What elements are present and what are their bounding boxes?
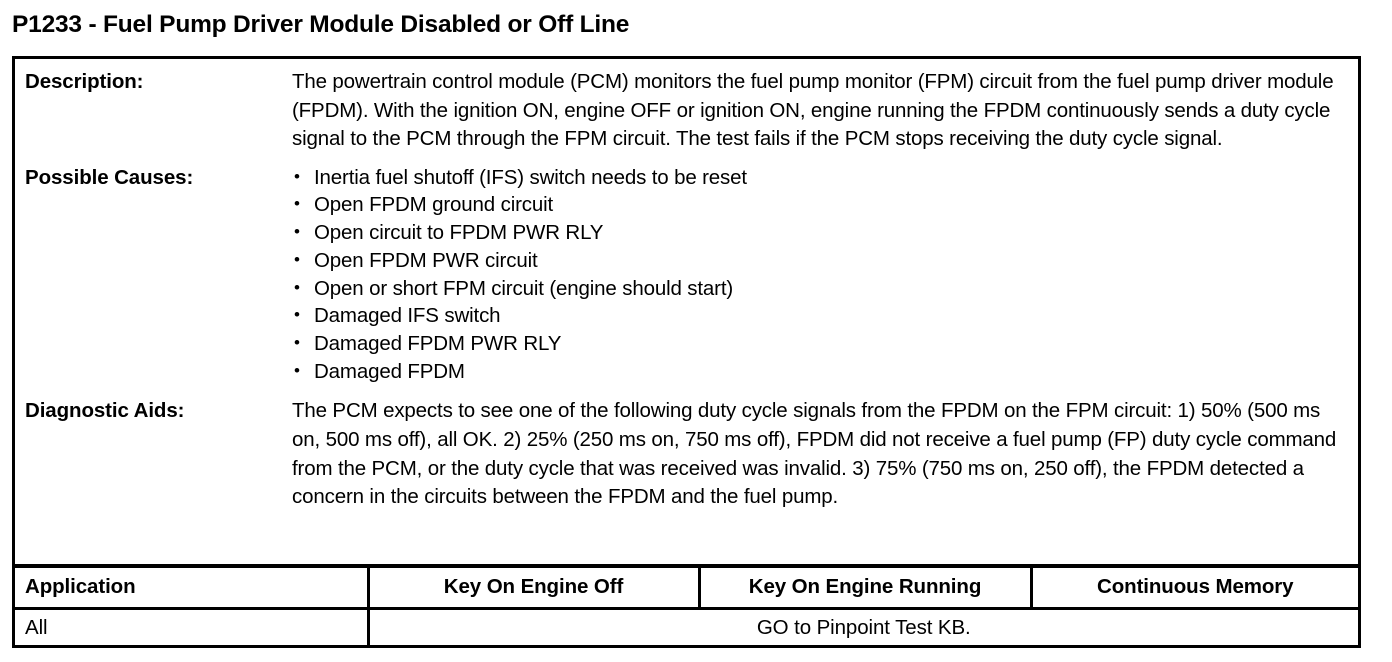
- description-label: Description:: [25, 70, 144, 93]
- list-item: Damaged FPDM PWR RLY: [292, 329, 1344, 358]
- cell-action: GO to Pinpoint Test KB.: [756, 615, 971, 639]
- possible-causes-body: Inertia fuel shutoff (IFS) switch needs …: [292, 163, 1358, 386]
- possible-causes-label: Possible Causes:: [25, 165, 194, 189]
- description-text: The powertrain control module (PCM) moni…: [292, 70, 1334, 151]
- possible-causes-list: Inertia fuel shutoff (IFS) switch needs …: [292, 163, 1344, 386]
- diagnostic-aids-label: Diagnostic Aids:: [25, 399, 185, 423]
- list-item: Damaged FPDM: [292, 357, 1344, 386]
- list-item: Open FPDM ground circuit: [292, 190, 1344, 219]
- table-row: All GO to Pinpoint Test KB.: [15, 608, 1358, 646]
- application-results-table: Application Key On Engine Off Key On Eng…: [15, 568, 1358, 646]
- diagnostic-aids-text: The PCM expects to see one of the follow…: [292, 399, 1337, 509]
- description-body: The powertrain control module (PCM) moni…: [292, 68, 1358, 154]
- diagnostic-aids-row: Diagnostic Aids: The PCM expects to see …: [15, 385, 1358, 511]
- diagnostic-aids-body: The PCM expects to see one of the follow…: [292, 397, 1358, 511]
- info-block: Description: The powertrain control modu…: [15, 59, 1358, 568]
- cell-application: All: [15, 608, 370, 646]
- table-header-row: Application Key On Engine Off Key On Eng…: [15, 568, 1358, 610]
- column-header-application: Application: [15, 568, 370, 610]
- dtc-detail-table: Description: The powertrain control modu…: [12, 56, 1361, 648]
- possible-causes-row: Possible Causes: Inertia fuel shutoff (I…: [15, 154, 1358, 386]
- list-item: Open circuit to FPDM PWR RLY: [292, 218, 1344, 247]
- column-header-key-on-engine-off: Key On Engine Off: [368, 568, 701, 610]
- page-title: P1233 - Fuel Pump Driver Module Disabled…: [12, 11, 630, 38]
- description-row: Description: The powertrain control modu…: [15, 59, 1358, 154]
- column-header-continuous-memory: Continuous Memory: [1031, 568, 1358, 610]
- list-item: Open or short FPM circuit (engine should…: [292, 274, 1344, 303]
- list-item: Open FPDM PWR circuit: [292, 246, 1344, 275]
- list-item: Damaged IFS switch: [292, 301, 1344, 330]
- list-item: Inertia fuel shutoff (IFS) switch needs …: [292, 163, 1344, 192]
- column-header-key-on-engine-running: Key On Engine Running: [699, 568, 1033, 610]
